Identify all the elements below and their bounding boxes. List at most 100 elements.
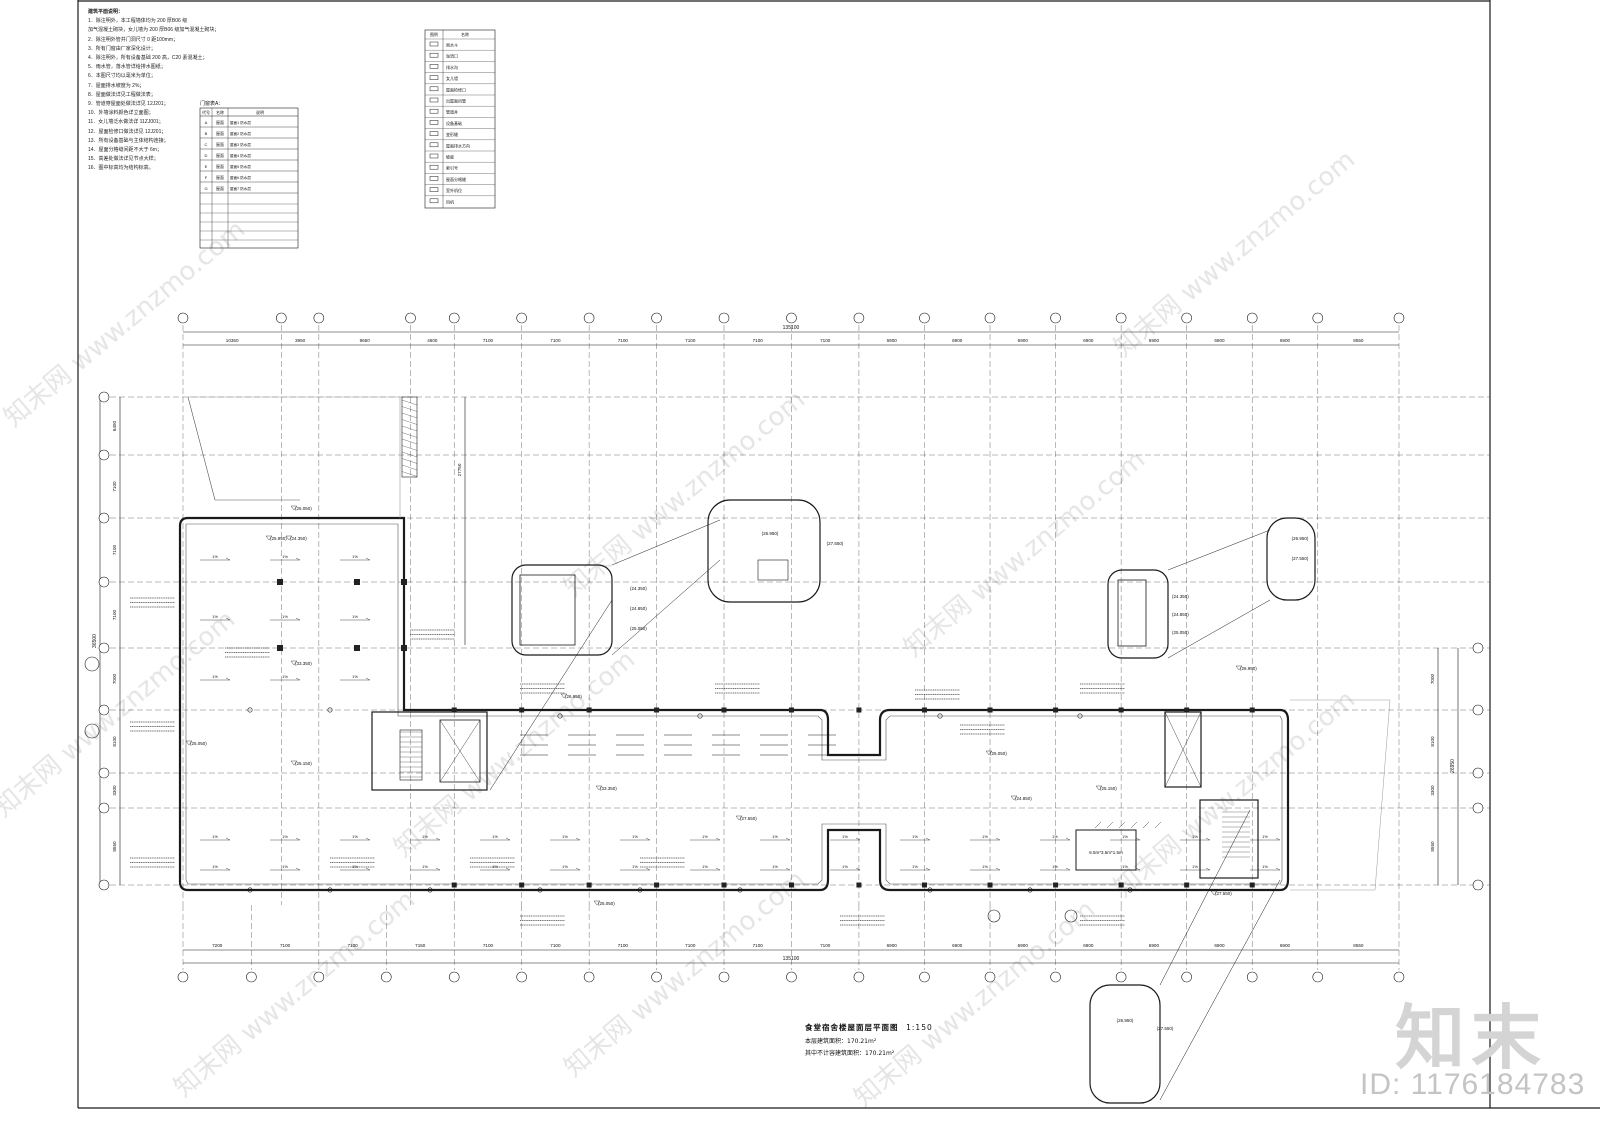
structural-column bbox=[1249, 707, 1255, 713]
structural-column bbox=[354, 579, 360, 585]
door-table-cell: 屋面5 防水层 bbox=[230, 164, 251, 169]
axis-bubble-bottom bbox=[516, 971, 527, 983]
roof-elevation: (25.950) bbox=[270, 536, 287, 541]
axis-bubble-bottom bbox=[1181, 971, 1192, 983]
slope-label: 1% bbox=[1262, 834, 1268, 839]
slope-arrow-head bbox=[1135, 867, 1141, 871]
notes-line: 7．屋面排水坡度为 2%； bbox=[88, 82, 145, 89]
structural-column bbox=[586, 882, 592, 888]
hatch-mark bbox=[401, 399, 418, 406]
dim-bottom: 7100 bbox=[280, 943, 291, 948]
axis-bubble-bottom bbox=[853, 971, 865, 983]
roof-drain bbox=[247, 887, 253, 893]
axis-bubble-bottom bbox=[919, 971, 930, 983]
axis-bubble-bottom bbox=[1115, 971, 1127, 983]
door-table-cell: A bbox=[205, 120, 208, 125]
structural-column bbox=[1118, 882, 1124, 888]
door-table-header: 代号 bbox=[202, 109, 210, 115]
roof-elevation: (25.050) bbox=[598, 901, 615, 906]
slope-label: 1% bbox=[1052, 864, 1058, 869]
roof-elevation: (25.050) bbox=[295, 506, 312, 511]
notes-line: 3．所有门窗由厂家深化设计； bbox=[88, 45, 156, 52]
structural-column bbox=[519, 882, 525, 888]
area-line-2: 其中不计容建筑面积：170.21m² bbox=[805, 1050, 895, 1057]
slope-arrow-head bbox=[1205, 867, 1211, 871]
dim-right: 8550 bbox=[1430, 841, 1435, 852]
legend-item: 变形缝 bbox=[446, 131, 458, 137]
legend-symbol bbox=[429, 176, 439, 181]
slope-label: 1% bbox=[1122, 864, 1128, 869]
notes-line: 6．本图尺寸均以毫米为单位； bbox=[88, 73, 156, 80]
slope-label: 1% bbox=[562, 864, 568, 869]
dim-total-top: 135100 bbox=[783, 325, 800, 331]
domain-watermark: 知末网 www.znzmo.com bbox=[849, 895, 1101, 1114]
roof-elevation: (26.950) bbox=[1240, 666, 1257, 671]
door-table-cell: 屋面3 防水层 bbox=[230, 142, 251, 147]
structural-column bbox=[856, 707, 862, 713]
elevation-triangle bbox=[1010, 795, 1018, 801]
domain-watermark: 知末网 www.znzmo.com bbox=[899, 445, 1151, 664]
structural-column bbox=[277, 645, 283, 651]
inset-elevation: (25.050) bbox=[630, 626, 647, 631]
elevation-triangle bbox=[290, 660, 298, 666]
section-marker bbox=[84, 656, 100, 672]
axis-bubble-bottom bbox=[984, 971, 996, 983]
notes-line: 16．图中标高均为结构标高。 bbox=[88, 165, 154, 172]
notes-heading: 建筑平面说明： bbox=[88, 9, 124, 15]
brand-watermark: 知末 bbox=[1395, 997, 1547, 1079]
inset-elevation: (24.850) bbox=[630, 606, 647, 611]
slope-label: 1% bbox=[912, 834, 918, 839]
axis-bubble-top bbox=[1050, 312, 1061, 324]
elevation-triangle bbox=[285, 535, 293, 541]
elevator-x bbox=[1164, 711, 1202, 788]
dim-top: 6900 bbox=[1280, 338, 1291, 343]
axis-bubble-top bbox=[1393, 312, 1405, 324]
structural-column bbox=[1249, 882, 1255, 888]
dim-bottom: 8550 bbox=[1353, 943, 1364, 948]
axis-bubble-top bbox=[1115, 312, 1127, 324]
notes-line: 14．屋面分格缝间距不大于 6m； bbox=[88, 147, 162, 154]
axis-bubble-bottom bbox=[1050, 971, 1061, 983]
axis-bubble-top bbox=[1246, 312, 1258, 324]
structural-column bbox=[451, 707, 457, 713]
legend-item: 设备基础 bbox=[446, 120, 462, 126]
door-table-cell: 屋面 bbox=[216, 163, 224, 169]
door-table-cell: 屋面4 防水层 bbox=[230, 153, 251, 158]
structural-column bbox=[519, 707, 525, 713]
axis-bubble-bottom bbox=[583, 971, 595, 983]
structural-column bbox=[921, 707, 927, 713]
structural-column bbox=[788, 882, 794, 888]
hatch-mark bbox=[401, 464, 418, 471]
axis-bubble-right bbox=[1472, 879, 1484, 891]
structural-column bbox=[987, 882, 993, 888]
hatch-mark bbox=[401, 471, 418, 477]
legend-item: 风机 bbox=[446, 198, 454, 204]
vent-hatch bbox=[1142, 821, 1150, 829]
detail-elevation: (26.950) bbox=[762, 531, 779, 536]
slope-arrow-head bbox=[225, 677, 231, 681]
dim-bottom: 6900 bbox=[1280, 943, 1291, 948]
legend-symbol bbox=[429, 75, 439, 80]
detail-elevation: (26.950) bbox=[1292, 536, 1309, 541]
slope-label: 1% bbox=[492, 834, 498, 839]
dim-bottom: 7100 bbox=[618, 943, 629, 948]
drawing-title: 食堂宿舍楼屋面层平面图 bbox=[805, 1023, 899, 1032]
dim-left: 7100 bbox=[112, 481, 117, 492]
equipment-base bbox=[1075, 829, 1137, 871]
roof-elevation: (25.050) bbox=[190, 741, 207, 746]
callout-line bbox=[611, 559, 721, 656]
detail-elevation: (27.550) bbox=[1157, 1026, 1174, 1031]
dim-right-total-label: 26950 bbox=[1450, 759, 1456, 773]
axis-bubble-right bbox=[1472, 642, 1484, 654]
canopy-outline bbox=[1290, 699, 1391, 891]
roof-drain bbox=[1027, 887, 1033, 893]
dim-bottom: 7100 bbox=[483, 943, 494, 948]
dim-bottom: 7100 bbox=[347, 943, 358, 948]
slope-arrow-head bbox=[715, 867, 721, 871]
dim-top: 6900 bbox=[1083, 338, 1094, 343]
dim-left: 6450 bbox=[112, 420, 117, 431]
slope-arrow-head bbox=[575, 837, 581, 841]
axis-bubble-bottom bbox=[718, 971, 730, 983]
axis-bubble-top bbox=[984, 312, 996, 324]
